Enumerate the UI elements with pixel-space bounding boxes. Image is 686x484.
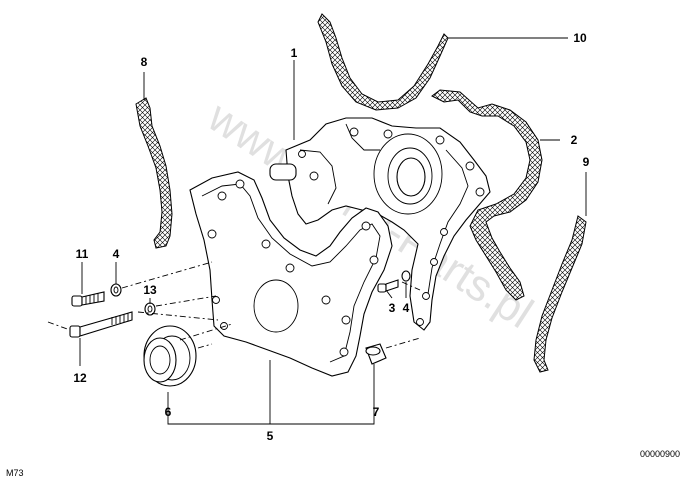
callout-4-left: 4 <box>113 247 120 261</box>
part-13-washer[interactable] <box>144 302 156 316</box>
callout-12: 12 <box>73 371 87 385</box>
callout-4-right: 4 <box>403 301 410 315</box>
callout-3: 3 <box>389 301 396 315</box>
part-4-washer-right[interactable] <box>401 270 411 282</box>
part-11-short-bolt[interactable] <box>71 291 105 307</box>
part-9-side-gasket[interactable] <box>533 215 587 373</box>
callout-8: 8 <box>141 55 148 69</box>
assembly-lines <box>47 261 421 349</box>
part-4-washer-left[interactable] <box>110 283 122 297</box>
diagram-number: 00000900 <box>640 449 680 459</box>
part-2-timing-case-gasket[interactable] <box>431 89 543 301</box>
part-5-lower-timing-case[interactable] <box>189 171 393 377</box>
part-1-upper-timing-case[interactable] <box>269 117 491 331</box>
part-10-upper-gasket[interactable] <box>317 13 449 111</box>
leader-lines <box>79 37 587 425</box>
callout-2: 2 <box>571 133 578 147</box>
part-3-bolt[interactable] <box>377 279 399 293</box>
callout-13: 13 <box>143 283 157 297</box>
callout-labels: 1 2 3 4 4 5 6 7 8 9 10 11 12 13 <box>73 31 589 443</box>
part-8-side-gasket[interactable] <box>135 97 173 249</box>
part-6-radial-shaft-seal[interactable] <box>143 325 197 387</box>
part-12-long-bolt[interactable] <box>69 311 133 338</box>
callout-10: 10 <box>573 31 587 45</box>
callout-9: 9 <box>583 155 590 169</box>
callout-1: 1 <box>291 46 298 60</box>
corner-code: M73 <box>6 468 24 478</box>
callout-5: 5 <box>267 429 274 443</box>
callout-11: 11 <box>76 247 89 261</box>
callout-6: 6 <box>165 405 172 419</box>
callout-7: 7 <box>373 405 380 419</box>
part-7-dowel-sleeve[interactable] <box>365 343 387 365</box>
